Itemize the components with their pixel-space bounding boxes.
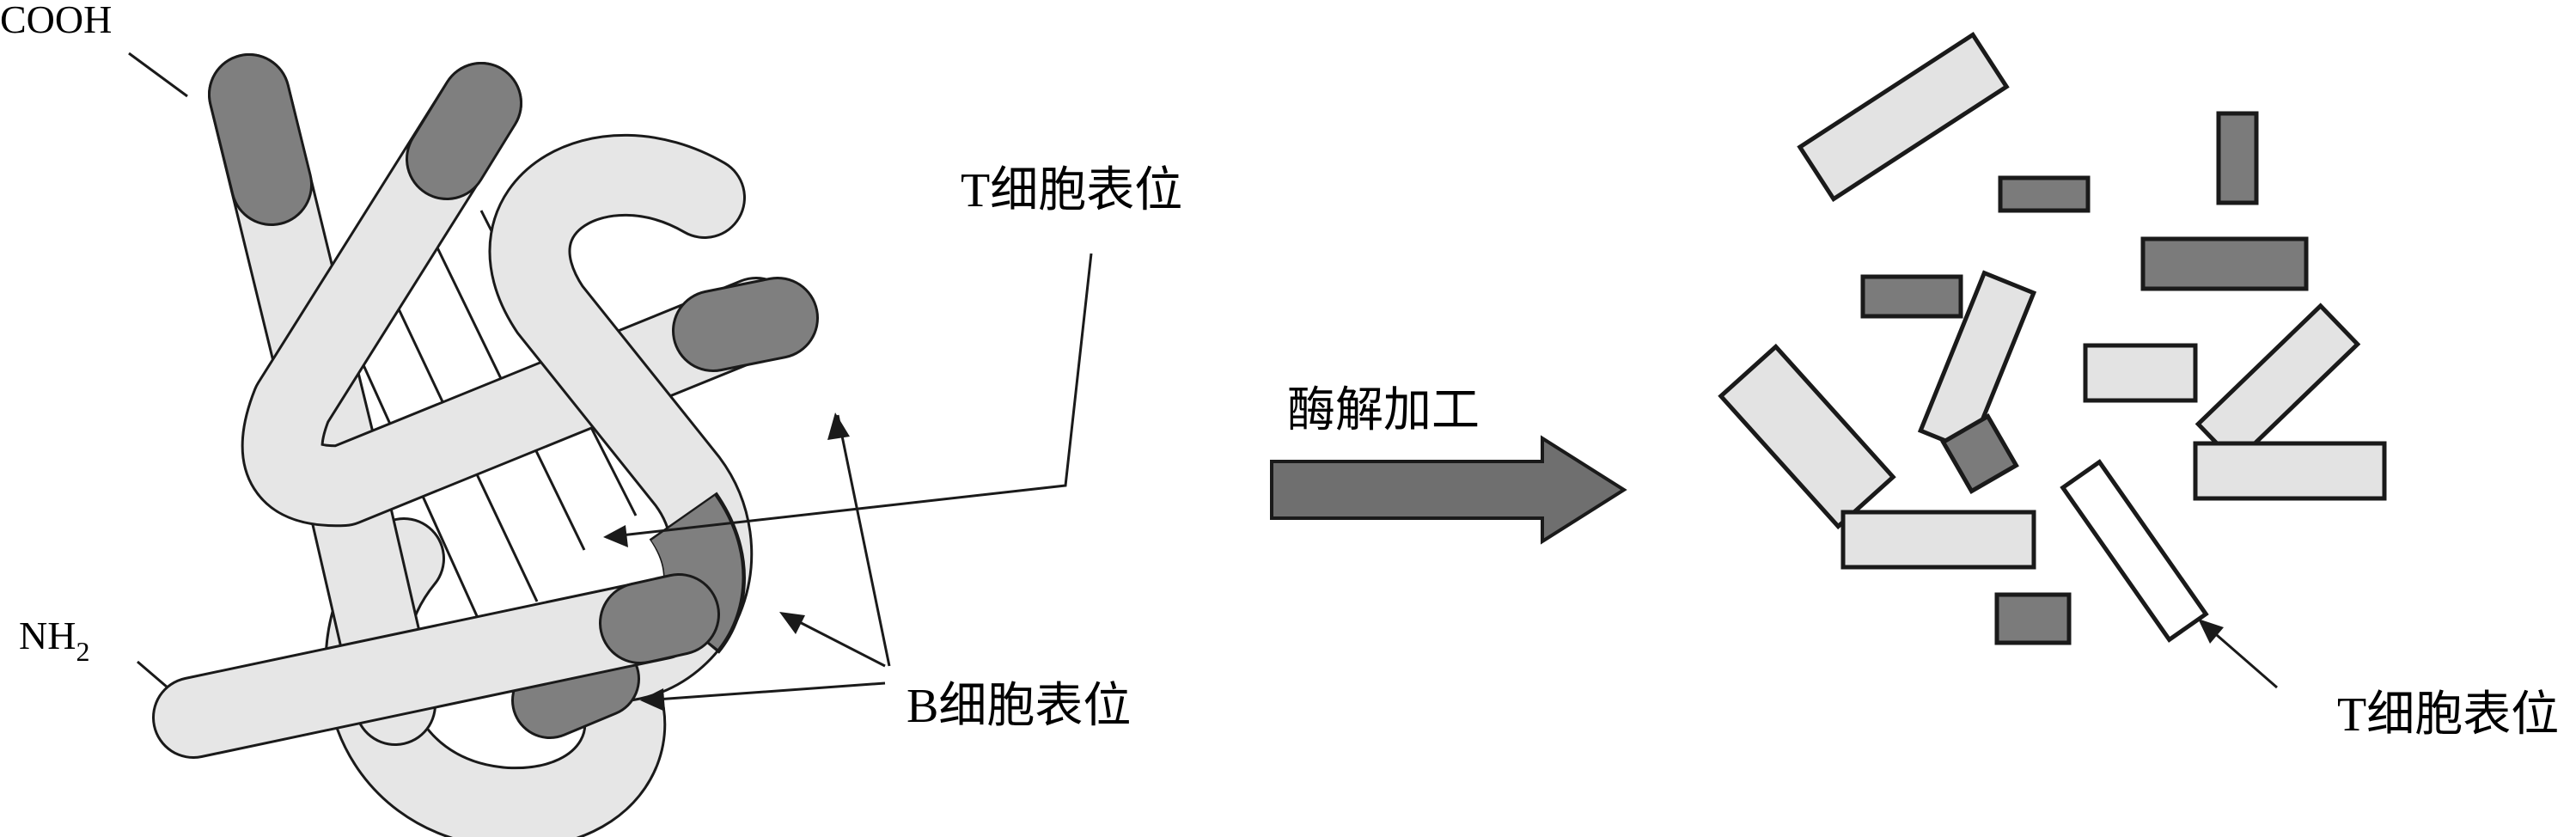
b-epitope-arrowhead-2	[779, 612, 805, 634]
enzyme-processing-arrow	[1270, 435, 1627, 545]
fragment-dark	[1860, 274, 1963, 319]
t-epitope-callout-top	[603, 253, 1093, 547]
fragment-dark	[1998, 175, 2091, 213]
b-epitope-callout	[644, 414, 891, 702]
fragment-dark	[2216, 111, 2259, 205]
fragment-dark	[1940, 413, 2019, 494]
nh2-leader	[137, 660, 168, 689]
cooh-leader	[128, 52, 188, 98]
fragment-light	[1797, 31, 2010, 203]
cooh-label: COOH	[0, 0, 112, 41]
t-epitope-arrowhead	[603, 525, 628, 547]
t-epitope-right-label: T细胞表位	[2337, 688, 2559, 742]
t-epitope-right-arrowhead	[2198, 619, 2224, 644]
nh2-label: NH2	[19, 614, 89, 667]
b-epitope-label: B细胞表位	[906, 680, 1131, 733]
fragment-light	[2083, 343, 2198, 403]
fragment-dark	[2140, 236, 2309, 291]
fragment-white-t-epitope	[2060, 459, 2209, 643]
fragment-light	[2193, 441, 2387, 501]
peptide-fragments	[1718, 31, 2387, 645]
fragment-dark	[1994, 592, 2072, 645]
t-epitope-top-label: T细胞表位	[961, 164, 1182, 217]
fragment-light	[1840, 510, 2036, 570]
b-epitope-arrowhead-3	[640, 688, 665, 712]
folded-protein	[128, 52, 819, 837]
b-epitope-arrowhead-1	[827, 412, 850, 440]
fragment-light	[1718, 343, 1896, 530]
enzyme-processing-label: 酶解加工	[1287, 384, 1480, 437]
fragment-light	[2194, 302, 2361, 466]
